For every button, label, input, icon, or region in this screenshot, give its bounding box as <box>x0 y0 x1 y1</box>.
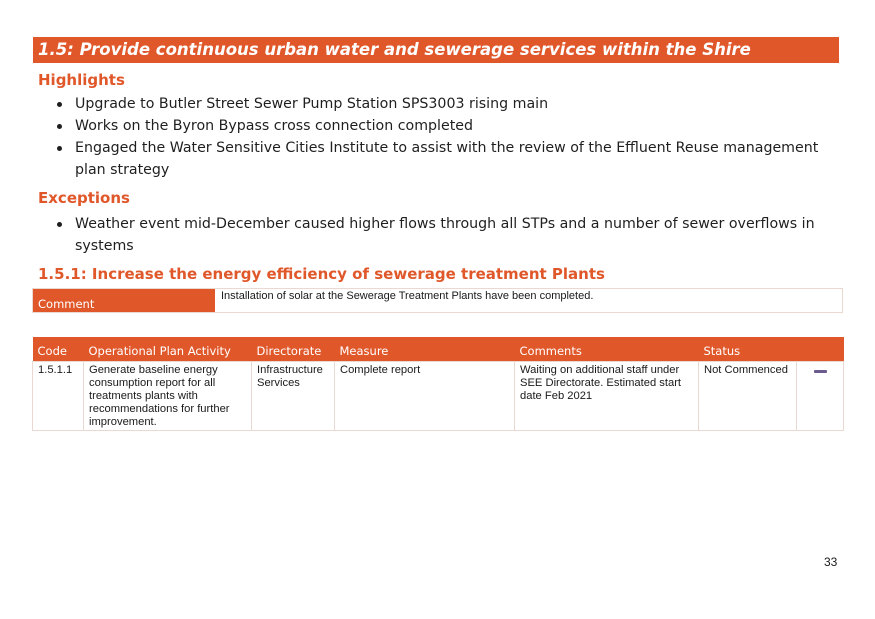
table-row: 1.5.1.1 Generate baseline energy consump… <box>32 360 844 431</box>
comment-text: Installation of solar at the Sewerage Tr… <box>221 290 594 302</box>
cell-status: Not Commenced <box>698 360 797 431</box>
cell-code: 1.5.1.1 <box>32 360 84 431</box>
list-item: Engaged the Water Sensitive Cities Insti… <box>38 137 843 181</box>
column-header-code: Code <box>32 337 84 361</box>
column-header-measure: Measure <box>334 337 515 361</box>
page-number: 33 <box>824 555 838 569</box>
subsection-title: 1.5.1: Increase the energy efficiency of… <box>38 265 605 283</box>
highlights-list: Upgrade to Butler Street Sewer Pump Stat… <box>38 93 843 181</box>
comment-box: Comment Installation of solar at the Sew… <box>32 288 843 313</box>
dash-icon <box>814 369 827 373</box>
exceptions-list: Weather event mid-December caused higher… <box>38 213 843 257</box>
column-header-status-icon <box>796 337 844 361</box>
column-header-directorate: Directorate <box>251 337 335 361</box>
comment-label: Comment <box>33 289 215 312</box>
column-header-activity: Operational Plan Activity <box>83 337 252 361</box>
column-header-status: Status <box>698 337 797 361</box>
section-title-banner: 1.5: Provide continuous urban water and … <box>33 37 839 63</box>
exceptions-heading: Exceptions <box>38 189 130 207</box>
list-item: Works on the Byron Bypass cross connecti… <box>38 115 843 137</box>
cell-activity: Generate baseline energy consumption rep… <box>83 360 252 431</box>
cell-comments: Waiting on additional staff under SEE Di… <box>514 360 699 431</box>
cell-directorate: Infrastructure Services <box>251 360 335 431</box>
cell-status-icon <box>796 360 844 431</box>
highlights-heading: Highlights <box>38 71 125 89</box>
list-item: Weather event mid-December caused higher… <box>38 213 843 257</box>
table-header-row: Code Operational Plan Activity Directora… <box>32 337 844 361</box>
cell-measure: Complete report <box>334 360 515 431</box>
list-item: Upgrade to Butler Street Sewer Pump Stat… <box>38 93 843 115</box>
column-header-comments: Comments <box>514 337 699 361</box>
activities-table: Code Operational Plan Activity Directora… <box>32 337 844 431</box>
